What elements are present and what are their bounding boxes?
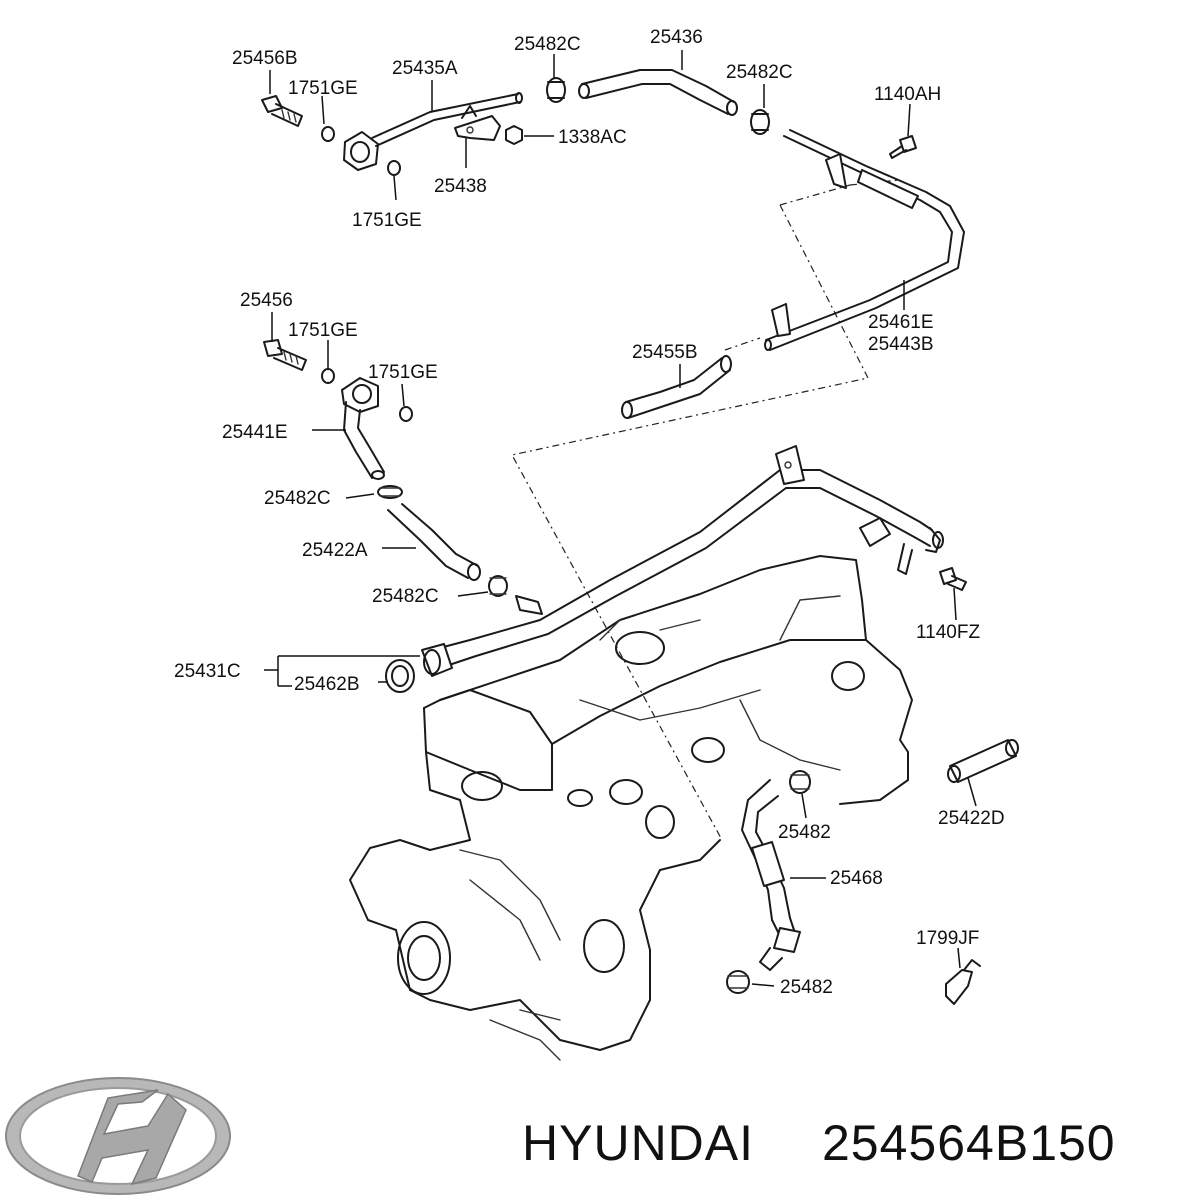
bolt-25456 (263, 339, 307, 371)
brand-name: HYUNDAI (522, 1115, 754, 1171)
seal-25462b (385, 659, 415, 693)
callout-25422d: 25422D (938, 808, 1005, 829)
callout-25436: 25436 (650, 27, 703, 48)
clamp-25482c-top (546, 77, 566, 103)
bracket-25438 (454, 105, 501, 141)
callout-25482-upper: 25482 (778, 822, 831, 843)
washer-1751ge-c (321, 368, 335, 384)
callout-25461e: 25461E (868, 312, 934, 333)
part-number: 254564B150 (822, 1115, 1116, 1171)
cable-tie-1799jf (945, 959, 981, 1005)
callout-1751ge-d: 1751GE (368, 362, 438, 383)
bolt-25456b (261, 95, 303, 127)
callout-25435a: 25435A (392, 58, 458, 79)
assembly-guide (724, 337, 761, 351)
callout-1140fz: 1140FZ (916, 622, 980, 643)
pipe-25461e (764, 129, 965, 351)
washer-1751ge-b (387, 160, 401, 176)
callout-1338ac: 1338AC (558, 127, 627, 148)
pipe-25431c (421, 445, 944, 677)
callout-25468: 25468 (830, 868, 883, 889)
clamp-25482c-mid (377, 485, 403, 499)
callout-25431c: 25431C (174, 661, 241, 682)
callout-1751ge-b: 1751GE (352, 210, 422, 231)
callout-1751ge-c: 1751GE (288, 320, 358, 341)
callout-25482c-mid: 25482C (264, 488, 331, 509)
leader-lines (264, 50, 977, 987)
engine-block (349, 555, 913, 1061)
callout-25482c-top: 25482C (514, 34, 581, 55)
callout-25438: 25438 (434, 176, 487, 197)
callout-25443b: 25443B (868, 334, 934, 355)
callout-25482c-right: 25482C (726, 62, 793, 83)
pipe-25435a (343, 92, 523, 171)
callout-25456b: 25456B (232, 48, 298, 69)
clamp-25482c-lower (488, 575, 508, 597)
fitting-nipple (515, 595, 543, 615)
hyundai-logo-icon (5, 1077, 231, 1195)
clamp-25482-upper (789, 770, 811, 794)
bolt-1140fz (939, 567, 967, 591)
callout-25422a: 25422A (302, 540, 368, 561)
callout-25441e: 25441E (222, 422, 288, 443)
hose-25436 (578, 69, 738, 116)
hose-25468 (741, 779, 801, 971)
callout-25482-lower: 25482 (780, 977, 833, 998)
callout-1799jf: 1799JF (916, 928, 979, 949)
nut-1338ac (505, 125, 523, 145)
clamp-25482-lower (726, 970, 750, 994)
hose-25455b (621, 355, 732, 419)
callout-25462b: 25462B (294, 674, 360, 695)
washer-1751ge-a (321, 126, 335, 142)
callout-25455b: 25455B (632, 342, 698, 363)
hose-25422d (947, 739, 1019, 783)
bolt-1140ah (889, 135, 917, 159)
callout-25482c-lower: 25482C (372, 586, 439, 607)
pipe-25441e (341, 377, 385, 480)
clamp-25482c-right (750, 109, 770, 135)
assembly-boundary (511, 179, 901, 841)
callout-1140ah: 1140AH (874, 84, 941, 105)
callout-25456: 25456 (240, 290, 293, 311)
hose-25422a (387, 503, 481, 581)
callout-1751ge-top: 1751GE (288, 78, 358, 99)
washer-1751ge-d (399, 406, 413, 422)
